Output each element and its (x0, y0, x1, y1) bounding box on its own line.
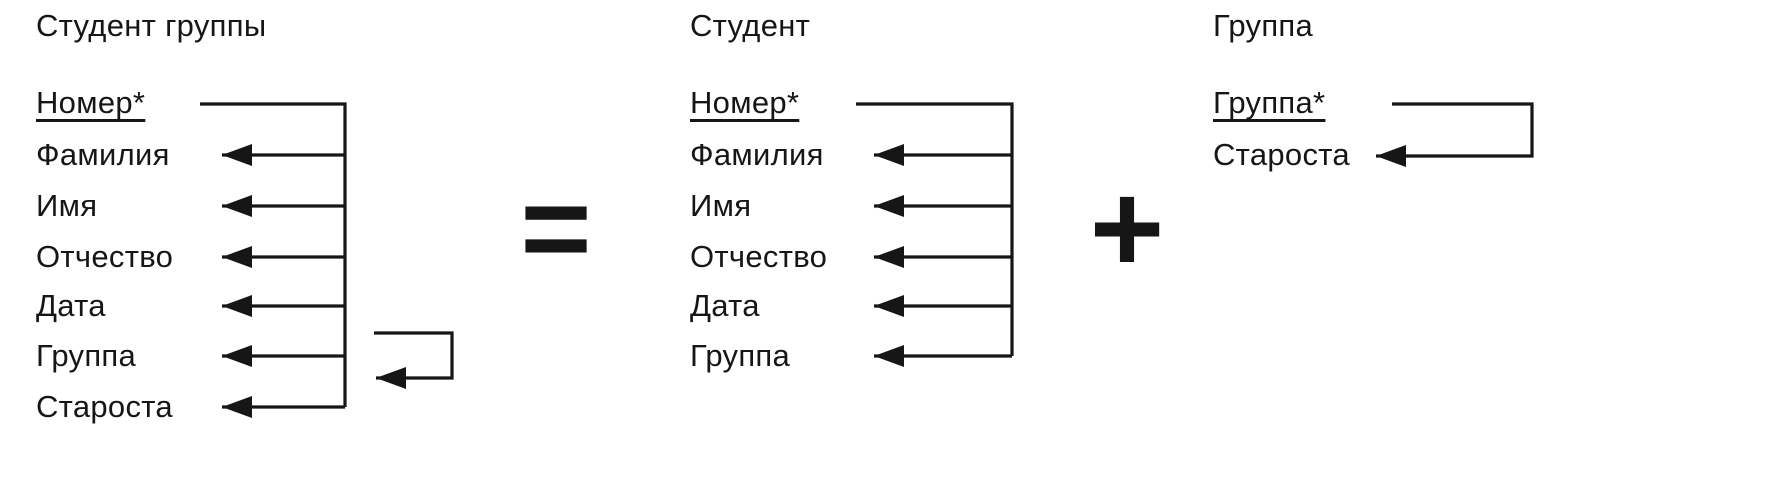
relation2-dependency-lines (856, 102, 1014, 367)
relation2-attribute-4: Дата (690, 288, 760, 323)
relation1-attribute-4: Дата (36, 288, 106, 323)
relation1-attribute-5: Группа (36, 338, 137, 373)
relation3-title: Группа (1213, 8, 1314, 43)
relation3-key-attribute: Группа* (1213, 85, 1326, 120)
relation3-attribute-1: Староста (1213, 137, 1350, 172)
relation2-attribute-2: Имя (690, 188, 752, 223)
relation1-title: Студент группы (36, 8, 267, 43)
relation1-attribute-6: Староста (36, 389, 173, 424)
relation2-attribute-3: Отчество (690, 239, 828, 274)
relation1-transitive-dependency-arrow (374, 331, 454, 389)
relation2-attribute-1: Фамилия (690, 137, 824, 172)
relation2-key-attribute: Номер* (690, 85, 800, 120)
relation1-attribute-3: Отчество (36, 239, 174, 274)
relation1-attribute-2: Имя (36, 188, 98, 223)
relation2-determinant-line (856, 102, 1014, 356)
relation3-dependency-lines (1376, 102, 1534, 167)
plus-operator: + (1089, 156, 1165, 300)
relation1-dependency-lines (200, 102, 454, 418)
relation2-attribute-5: Группа (690, 338, 791, 373)
relation3-dependency-arrow (1376, 102, 1534, 167)
relation2-title: Студент (690, 8, 811, 43)
relation1-attribute-1: Фамилия (36, 137, 170, 172)
relation1-key-attribute: Номер* (36, 85, 146, 120)
equals-operator: = (520, 160, 592, 296)
